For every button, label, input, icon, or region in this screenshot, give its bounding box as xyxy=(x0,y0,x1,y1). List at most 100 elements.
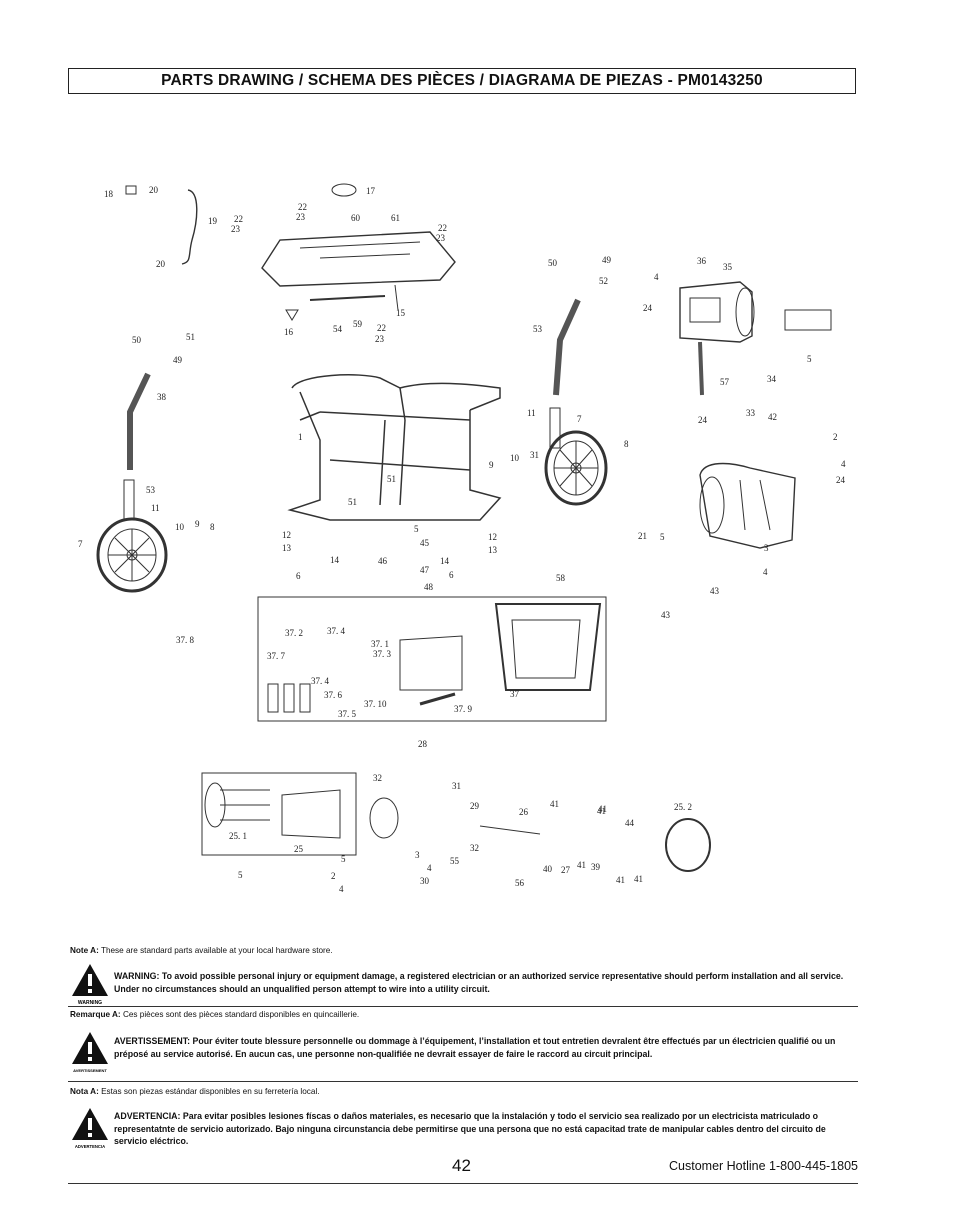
part-callout: 43 xyxy=(710,586,720,596)
part-callout: 8 xyxy=(210,522,215,532)
part-callout: 42 xyxy=(768,412,777,422)
divider xyxy=(68,1081,858,1082)
avertissement-text: AVERTISSEMENT: Pour éviter toute blessur… xyxy=(114,1036,836,1059)
part-callout: 41 xyxy=(634,874,643,884)
part-callout: 24 xyxy=(836,475,846,485)
part-callout: 31 xyxy=(452,781,461,791)
part-callout: 11 xyxy=(527,408,536,418)
part-callout: 36 xyxy=(697,256,707,266)
part-callout: 37. 7 xyxy=(267,651,286,661)
part-callout: 10 xyxy=(175,522,185,532)
part-callout: 34 xyxy=(767,374,777,384)
part-callout: 37. 8 xyxy=(176,635,195,645)
right-wheel-drawing xyxy=(544,430,608,506)
part-callout: 38 xyxy=(157,392,167,402)
part-callout: 20 xyxy=(156,259,166,269)
note-a-label: Note A: xyxy=(70,946,99,955)
page-title: PARTS DRAWING / SCHEMA DES PIÈCES / DIAG… xyxy=(68,68,856,94)
note-a-text: These are standard parts available at yo… xyxy=(100,946,333,955)
part-callout: 13 xyxy=(282,543,292,553)
alternator-box xyxy=(201,772,357,856)
part-callout: 8 xyxy=(624,439,629,449)
part-callout: 51 xyxy=(186,332,195,342)
footer-rule xyxy=(68,1183,858,1184)
part-callout: 7 xyxy=(78,539,83,549)
part-callout: 15 xyxy=(396,308,406,318)
part-callout: 39 xyxy=(591,862,601,872)
part-callout: 12 xyxy=(282,530,291,540)
part-callout: 4 xyxy=(841,459,846,469)
part-callout: 4 xyxy=(339,884,344,894)
part-callout: 41 xyxy=(577,860,586,870)
note-a: Note A: These are standard parts availab… xyxy=(70,946,333,956)
part-callout: 25. 2 xyxy=(674,802,692,812)
part-callout: 19 xyxy=(208,216,218,226)
part-callout: 11 xyxy=(151,503,160,513)
part-callout: 57 xyxy=(720,377,730,387)
part-callout: 35 xyxy=(723,262,733,272)
part-callout: 56 xyxy=(515,878,525,888)
part-callout: 48 xyxy=(424,582,434,592)
warning-icon-label: WARNING xyxy=(78,1000,102,1006)
part-callout: 5 xyxy=(660,532,665,542)
part-callout: 33 xyxy=(746,408,756,418)
part-callout: 4 xyxy=(427,863,432,873)
part-callout: 5 xyxy=(807,354,812,364)
part-callout: 32 xyxy=(470,843,479,853)
part-callout: 41 xyxy=(598,804,607,814)
advertencia-text: ADVERTENCIA: Para evitar posibles lesion… xyxy=(114,1111,826,1146)
part-callout: 51 xyxy=(387,474,396,484)
part-callout: 27 xyxy=(561,865,571,875)
part-callout: 50 xyxy=(548,258,558,268)
part-callout: 24 xyxy=(698,415,708,425)
part-callout: 55 xyxy=(450,856,460,866)
part-callout: 2 xyxy=(833,432,838,442)
remarque-a: Remarque A: Ces pièces sont des pièces s… xyxy=(70,1010,359,1020)
part-callout: 4 xyxy=(763,567,768,577)
frame-drawing xyxy=(287,374,502,521)
fuel-tank-drawing xyxy=(261,231,456,287)
part-callout: 37. 3 xyxy=(373,649,392,659)
part-callout: 59 xyxy=(353,319,363,329)
part-callout: 43 xyxy=(661,610,671,620)
part-callout: 32 xyxy=(373,773,382,783)
part-callout: 5 xyxy=(238,870,243,880)
part-callout: 50 xyxy=(132,335,142,345)
part-callout: 40 xyxy=(543,864,553,874)
nota-a-text: Estas son piezas estándar disponibles en… xyxy=(101,1087,320,1096)
part-callout: 22 xyxy=(438,223,447,233)
part-callout: 14 xyxy=(440,556,450,566)
part-callout: 51 xyxy=(348,497,357,507)
part-callout: 41 xyxy=(616,875,625,885)
part-callout: 25 xyxy=(294,844,304,854)
part-callout: 46 xyxy=(378,556,388,566)
part-callout: 29 xyxy=(470,801,480,811)
part-callout: 54 xyxy=(333,324,343,334)
part-callout: 37. 10 xyxy=(364,699,387,709)
divider xyxy=(68,1006,858,1007)
left-wheel-drawing xyxy=(96,517,168,593)
part-callout: 22 xyxy=(234,214,243,224)
muffler-drawing xyxy=(679,281,755,396)
left-handle-drawing xyxy=(127,372,151,470)
part-callout: 49 xyxy=(602,255,612,265)
part-callout: 3 xyxy=(764,543,769,553)
warning-block: WARNING WARNING: To avoid possible perso… xyxy=(70,962,858,1006)
part-callout: 12 xyxy=(488,532,497,542)
part-callout: 41 xyxy=(550,799,559,809)
part-callout: 22 xyxy=(298,202,307,212)
part-callout: 47 xyxy=(420,565,430,575)
part-callout: 49 xyxy=(173,355,183,365)
part-callout: 53 xyxy=(146,485,156,495)
part-callout: 37. 6 xyxy=(324,690,343,700)
part-callout: 23 xyxy=(375,334,385,344)
part-callout: 60 xyxy=(351,213,361,223)
part-callout: 18 xyxy=(104,189,114,199)
part-callout: 37. 9 xyxy=(454,704,473,714)
part-callout: 28 xyxy=(418,739,428,749)
part-callout: 23 xyxy=(296,212,306,222)
part-callout: 30 xyxy=(420,876,430,886)
part-callout: 37. 2 xyxy=(285,628,303,638)
advertencia-icon-label: ADVERTENCIA xyxy=(75,1144,105,1149)
